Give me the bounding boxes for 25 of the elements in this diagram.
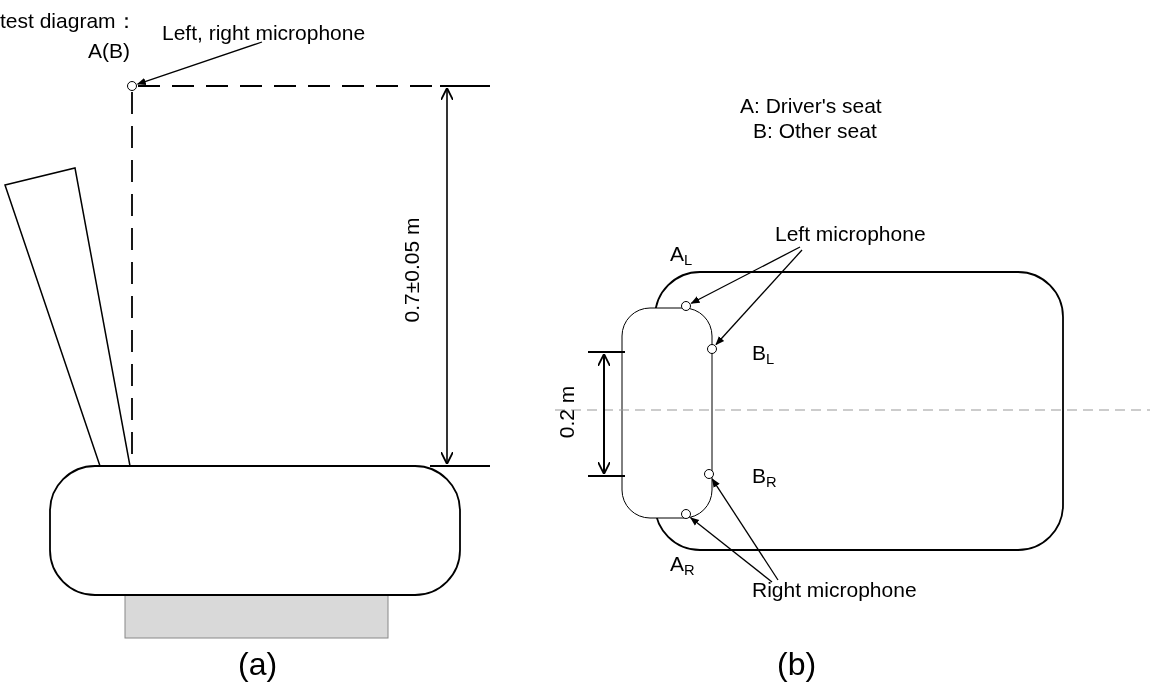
microphone-circle xyxy=(127,81,137,91)
panel-label: (a) xyxy=(238,648,278,680)
microphone-label: A$_{R}$ xyxy=(670,553,695,578)
leader-line xyxy=(136,41,263,85)
caption-text: test diagram： xyxy=(0,10,137,31)
leader-text: Right microphone xyxy=(752,579,917,600)
dimension-text: 0.2 m xyxy=(555,385,577,439)
legend-text: B: Other seat xyxy=(753,120,877,141)
panel-label: (b) xyxy=(777,648,817,680)
microphone-circle xyxy=(704,469,714,479)
leader-line xyxy=(711,478,779,581)
dimension-text: 0.7±0.05 m xyxy=(400,217,422,323)
microphone-label: A$_{L}$ xyxy=(670,243,693,268)
microphone-circle xyxy=(681,301,691,311)
legend-text: A: Driver's seat xyxy=(740,95,882,116)
leader-line xyxy=(690,517,773,583)
microphone-circle xyxy=(707,344,717,354)
leader-text: Left, right microphone xyxy=(162,22,366,43)
microphone-label: B$_{L}$ xyxy=(752,342,775,367)
microphone-label: B$_{R}$ xyxy=(752,465,777,490)
leader-text: Left microphone xyxy=(775,223,926,244)
leader-line xyxy=(690,246,801,304)
microphone-label: A(B) xyxy=(88,40,130,61)
microphone-circle xyxy=(681,509,691,519)
leader-line xyxy=(715,249,803,346)
